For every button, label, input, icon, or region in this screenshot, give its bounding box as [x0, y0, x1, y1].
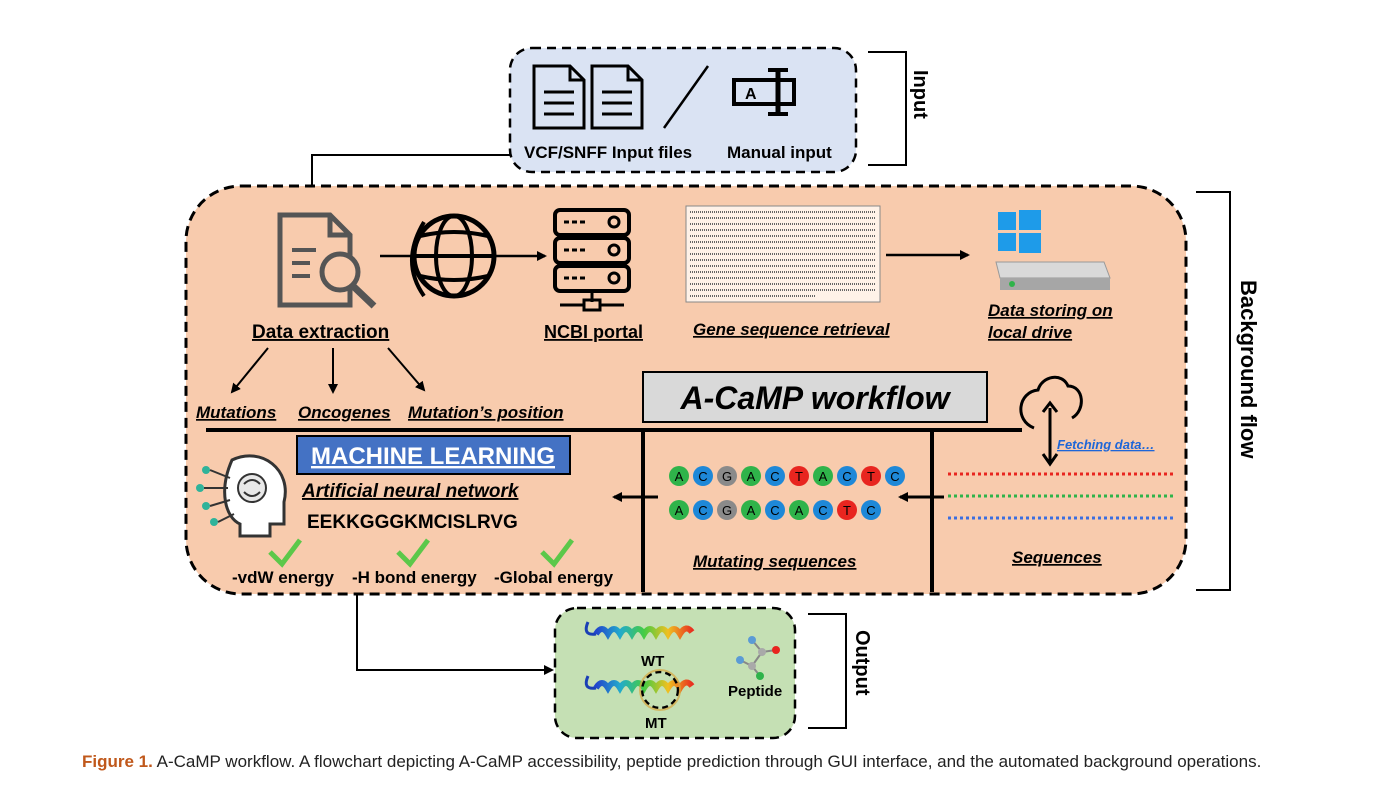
ml-title-box: MACHINE LEARNING [296, 435, 571, 475]
workflow-title-box: A-CaMP workflow [642, 371, 988, 423]
nucleotide-C-circle [693, 466, 713, 486]
output-panel: WT MT Peptide [553, 606, 797, 740]
molecule-icon [736, 636, 780, 680]
data-extraction-label: Data extraction [252, 322, 389, 343]
brain-ai-icon [196, 454, 287, 538]
mutation-position-label: Mutation’s position [408, 403, 564, 422]
nucleotide-letter: C [866, 503, 875, 518]
nucleotide-C-circle [765, 466, 785, 486]
sequences-label: Sequences [1012, 548, 1102, 567]
nucleotide-letter: A [819, 469, 828, 484]
input-panel: A VCF/SNFF Input files Manual input [508, 46, 858, 174]
check-icon [268, 538, 302, 568]
energy-hbond-label: -H bond energy [352, 568, 477, 587]
nucleotide-letter: A [795, 503, 804, 518]
nucleotide-letter: T [843, 503, 851, 518]
svg-text:A: A [745, 86, 757, 103]
nucleotide-A-circle [789, 500, 809, 520]
figure-label: Figure 1. [82, 752, 153, 771]
nucleotide-A-circle [813, 466, 833, 486]
to-mutation-position-arrow [387, 347, 426, 392]
output-side-label: Output [851, 630, 873, 696]
wt-peptide-helix-icon [584, 621, 695, 640]
mutations-label: Mutations [196, 403, 276, 422]
nucleotide-letter: T [795, 469, 803, 484]
nucleotide-C-circle [813, 500, 833, 520]
nucleotide-letter: A [675, 469, 684, 484]
nucleotide-letter: C [770, 503, 779, 518]
background-panel: Data extraction NCBI [184, 184, 1188, 596]
nucleotide-A-circle [741, 500, 761, 520]
nucleotide-letter: C [842, 469, 851, 484]
nucleotide-G-circle [717, 466, 737, 486]
fetching-data-label: Fetching data… [1057, 437, 1155, 452]
document-icon [532, 64, 586, 130]
data-storing-label-line2: local drive [988, 323, 1072, 342]
nucleotide-letter: G [722, 469, 732, 484]
nucleotide-C-circle [837, 466, 857, 486]
mt-label: MT [645, 715, 667, 732]
background-side-label: Background flow [1236, 280, 1261, 459]
gene-sequence-block [685, 205, 881, 303]
nucleotide-letter: G [722, 503, 732, 518]
energy-vdw-label: -vdW energy [232, 568, 335, 587]
manual-input-label: Manual input [727, 143, 832, 162]
nucleotide-T-circle [861, 466, 881, 486]
nucleotide-C-circle [885, 466, 905, 486]
to-mutations-arrow [230, 347, 269, 394]
nucleotide-letter: A [747, 469, 756, 484]
input-side-label: Input [909, 70, 931, 119]
ncbi-portal-label: NCBI portal [544, 322, 643, 342]
nucleotide-A-circle [741, 466, 761, 486]
nucleotide-T-circle [837, 500, 857, 520]
nucleotide-letter: C [698, 469, 707, 484]
gene-sequence-retrieval-label: Gene sequence retrieval [693, 320, 891, 339]
oncogenes-label: Oncogenes [298, 403, 391, 422]
nucleotide-letter: C [818, 503, 827, 518]
output-bracket [808, 613, 847, 729]
globe-icon [410, 213, 497, 299]
input-files-label: VCF/SNFF Input files [524, 143, 692, 162]
ann-label: Artificial neural network [301, 481, 520, 502]
separator-slash [662, 65, 710, 129]
nucleotide-A-circle [669, 500, 689, 520]
figure-caption: Figure 1. A-CaMP workflow. A flowchart d… [82, 752, 1382, 772]
nucleotide-letter: T [867, 469, 875, 484]
workflow-title: A-CaMP workflow [679, 380, 951, 416]
background-bracket [1196, 191, 1231, 591]
nucleotide-C-circle [765, 500, 785, 520]
nucleotide-letter: C [890, 469, 899, 484]
nucleotide-letter: A [675, 503, 684, 518]
local-drive-icon [995, 210, 1111, 290]
document-icon [590, 64, 644, 130]
nucleotide-letter: C [770, 469, 779, 484]
ml-to-output-arrow [356, 594, 554, 675]
nucleotide-C-circle [693, 500, 713, 520]
text-input-icon: A [732, 68, 796, 116]
ml-title: MACHINE LEARNING [311, 443, 555, 470]
nucleotide-C-circle [861, 500, 881, 520]
mutating-sequences-label: Mutating sequences [693, 552, 856, 571]
nucleotide-A-circle [669, 466, 689, 486]
cloud-download-icon [1019, 375, 1083, 467]
nucleotide-T-circle [789, 466, 809, 486]
mt-peptide-helix-icon [584, 669, 695, 711]
input-bracket [868, 51, 907, 166]
caption-text: A-CaMP workflow. A flowchart depicting A… [156, 752, 1262, 771]
energy-global-label: -Global energy [494, 568, 614, 587]
data-storing-label-line1: Data storing on [988, 301, 1113, 320]
check-icon [540, 538, 574, 568]
peptide-sequence-text: EEKKGGGKMCISLRVG [307, 512, 518, 533]
check-icon [396, 538, 430, 568]
nucleotide-letter: A [747, 503, 756, 518]
peptide-label: Peptide [728, 683, 782, 700]
nucleotide-letter: C [698, 503, 707, 518]
nucleotide-G-circle [717, 500, 737, 520]
server-icon [553, 208, 631, 312]
wt-label: WT [641, 653, 664, 670]
document-search-icon [277, 212, 377, 309]
